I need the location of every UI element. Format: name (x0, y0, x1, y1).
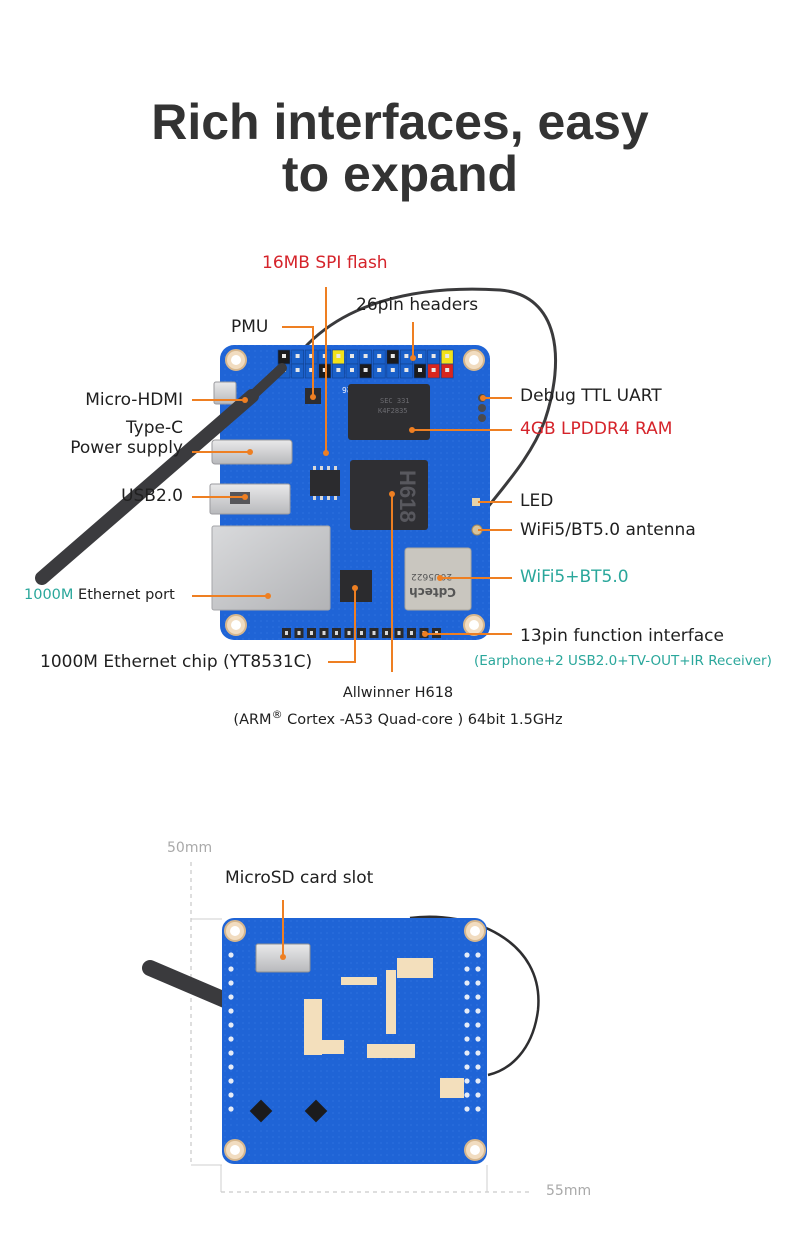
pad (228, 1092, 234, 1098)
label-microsd: MicroSD card slot (225, 868, 374, 888)
black-cable-bottom (142, 960, 233, 1008)
pad (475, 1064, 481, 1070)
micro-hdmi-port (213, 381, 237, 405)
page-title: Rich interfaces, easy to expand (0, 96, 800, 200)
led (472, 498, 480, 506)
label-soc: Allwinner H618 (ARM® Cortex -A53 Quad-co… (200, 682, 596, 731)
bottom-board (142, 862, 540, 1193)
label-type-c: Type-C Power supply (70, 418, 183, 458)
pad (475, 1036, 481, 1042)
soc-chip (350, 460, 428, 530)
label-soc-arm: (ARM (233, 711, 272, 728)
label-ethernet-port-text: Ethernet port (78, 587, 175, 603)
silkscreen-wifi-brand: Cdtech (409, 585, 456, 599)
ram-chip (348, 384, 430, 440)
pad (475, 966, 481, 972)
pad (228, 1022, 234, 1028)
antenna-cable (284, 287, 557, 521)
label-debug-uart: Debug TTL UART (520, 386, 662, 406)
pad (475, 1092, 481, 1098)
pad (228, 980, 234, 986)
label-pmu: PMU (231, 317, 269, 337)
pad (228, 966, 234, 972)
pad (464, 1106, 470, 1112)
pad (228, 1036, 234, 1042)
label-26pin-headers: 26pin headers (356, 295, 479, 315)
pad (228, 1008, 234, 1014)
pad (464, 1036, 470, 1042)
pad (475, 980, 481, 986)
pad (464, 994, 470, 1000)
label-type-c-line1: Type-C (125, 418, 183, 438)
label-ram: 4GB LPDDR4 RAM (520, 419, 673, 439)
label-micro-hdmi: Micro-HDMI (85, 390, 183, 410)
dimension-width: 55mm (546, 1183, 592, 1199)
label-led: LED (520, 491, 554, 511)
registered-mark: ® (271, 708, 283, 721)
silkscreen-h618: H618 (395, 470, 420, 523)
pad (228, 952, 234, 958)
pad (464, 1092, 470, 1098)
label-usb: USB2.0 (121, 486, 183, 506)
label-function-interface-detail: (Earphone+2 USB2.0+TV-OUT+IR Receiver) (474, 653, 772, 669)
leader-lines-top (192, 287, 512, 672)
pad (464, 1064, 470, 1070)
dimension-ticks (191, 918, 488, 1192)
svg-text:SEC 331: SEC 331 (380, 397, 410, 405)
label-spi-flash: 16MB SPI flash (262, 253, 388, 273)
silkscreen-wifi-code: 20U5622 (411, 571, 452, 581)
antenna-pads (304, 958, 464, 1098)
pad (228, 1078, 234, 1084)
leader-dots-top (242, 355, 486, 637)
bottom-pin-rows (228, 952, 481, 1112)
pad (475, 994, 481, 1000)
spi-flash-chip (310, 470, 340, 496)
header-26pin (277, 349, 454, 379)
label-ethernet-port-speed: 1000M (24, 587, 74, 603)
label-function-interface: 13pin function interface (520, 626, 724, 646)
title-line-1: Rich interfaces, easy (151, 94, 649, 150)
label-antenna: WiFi5/BT5.0 antenna (520, 520, 696, 540)
pad (228, 1106, 234, 1112)
label-soc-line1: Allwinner H618 (342, 685, 454, 701)
label-soc-line2: (ARM® Cortex -A53 Quad-core ) 64bit 1.5G… (200, 704, 596, 731)
pad (475, 1022, 481, 1028)
pad (464, 980, 470, 986)
pad (228, 1050, 234, 1056)
pad (464, 1008, 470, 1014)
pad (228, 1064, 234, 1070)
label-wifi-module: WiFi5+BT5.0 (520, 567, 629, 587)
pad (464, 1078, 470, 1084)
pad (464, 966, 470, 972)
black-cable (35, 389, 259, 585)
dimension-height: 50mm (167, 840, 213, 856)
title-line-2: to expand (281, 146, 519, 202)
rj45-port (211, 525, 331, 611)
pad (475, 1008, 481, 1014)
dimension-guides (190, 862, 530, 1193)
pad (475, 1078, 481, 1084)
label-ethernet-chip: 1000M Ethernet chip (YT8531C) (40, 652, 313, 672)
pad (228, 994, 234, 1000)
pad (475, 952, 481, 958)
pad (475, 1106, 481, 1112)
pad (464, 952, 470, 958)
label-type-c-line2: Power supply (70, 438, 183, 458)
pad (475, 1050, 481, 1056)
pad (464, 1050, 470, 1056)
label-ethernet-port: 1000M Ethernet port (24, 585, 175, 605)
top-board: DIP26 SEC 331 K4F2835 H618 20U5622 Cdtec… (35, 287, 557, 640)
label-soc-detail: Cortex -A53 Quad-core ) 64bit 1.5GHz (282, 711, 563, 728)
svg-text:K4F2835: K4F2835 (378, 407, 408, 415)
pad (464, 1022, 470, 1028)
